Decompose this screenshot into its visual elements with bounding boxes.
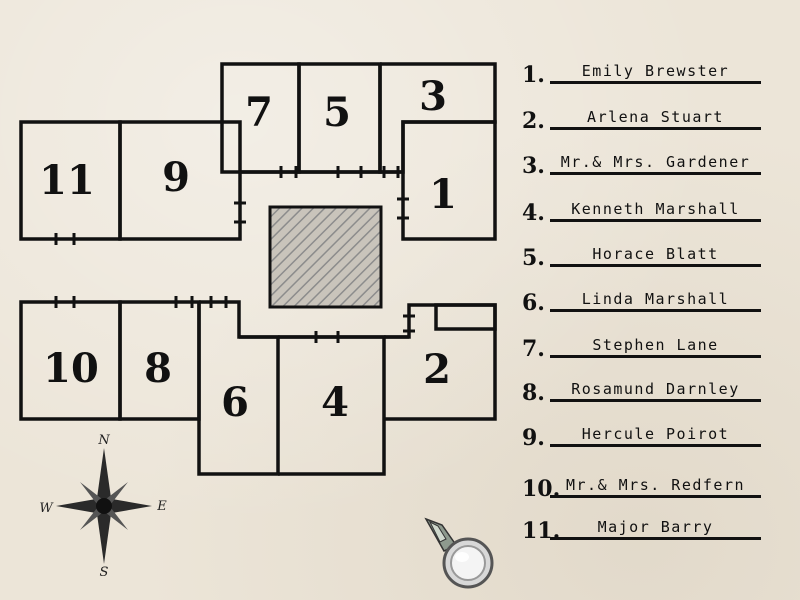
- guest-row-6: 6. Linda Marshall: [522, 284, 767, 314]
- name-underline: [550, 444, 761, 447]
- guest-name: Rosamund Darnley: [571, 380, 740, 398]
- guest-name: Arlena Stuart: [587, 108, 724, 126]
- room-number-2: 2: [423, 346, 451, 393]
- guest-number: 7.: [522, 336, 545, 362]
- guest-number: 4.: [522, 200, 545, 226]
- guest-number: 3.: [522, 153, 545, 179]
- room-number-7: 7: [245, 89, 273, 136]
- name-underline: [550, 81, 761, 84]
- compass-w-label: W: [39, 501, 54, 516]
- guest-number: 11.: [522, 518, 561, 544]
- door-marks: [54, 166, 415, 343]
- guest-name: Emily Brewster: [581, 62, 730, 80]
- compass-s-label: S: [100, 565, 109, 580]
- guest-row-11: 11. Major Barry: [522, 512, 767, 542]
- guest-row-2: 2. Arlena Stuart: [522, 102, 767, 132]
- guest-name: Horace Blatt: [592, 245, 719, 263]
- guest-row-1: 1. Emily Brewster: [522, 56, 767, 86]
- guest-number: 8.: [522, 380, 545, 406]
- room-1-outline: [401, 120, 497, 241]
- guest-number: 1.: [522, 62, 545, 88]
- guest-row-3: 3. Mr.& Mrs. Gardener: [522, 147, 767, 177]
- name-underline: [550, 219, 761, 222]
- guest-row-10: 10. Mr.& Mrs. Redfern: [522, 470, 767, 500]
- name-underline: [550, 172, 761, 175]
- guest-name: Major Barry: [597, 518, 714, 536]
- room-number-5: 5: [323, 89, 351, 136]
- guest-name: Kenneth Marshall: [571, 200, 740, 218]
- guest-row-9: 9. Hercule Poirot: [522, 419, 767, 449]
- room-number-9: 9: [162, 154, 190, 201]
- room-number-1: 1: [429, 171, 457, 218]
- guest-number: 9.: [522, 425, 545, 451]
- compass-n-label: N: [97, 433, 110, 448]
- room-number-4: 4: [321, 379, 349, 426]
- guest-row-8: 8. Rosamund Darnley: [522, 374, 767, 404]
- name-underline: [550, 537, 761, 540]
- name-underline: [550, 127, 761, 130]
- guest-name: Hercule Poirot: [581, 425, 730, 443]
- name-underline: [550, 495, 761, 498]
- name-underline: [550, 264, 761, 267]
- room-number-3: 3: [419, 73, 447, 120]
- name-underline: [550, 309, 761, 312]
- guest-row-7: 7. Stephen Lane: [522, 330, 767, 360]
- guest-name: Linda Marshall: [581, 290, 730, 308]
- room-number-11: 11: [39, 157, 95, 204]
- guest-number: 2.: [522, 108, 545, 134]
- magnifying-glass-icon[interactable]: [424, 517, 494, 589]
- guest-number: 10.: [522, 476, 561, 502]
- room-number-10: 10: [43, 345, 99, 392]
- guest-name: Stephen Lane: [592, 336, 719, 354]
- guest-number: 6.: [522, 290, 545, 316]
- name-underline: [550, 399, 761, 402]
- courtyard: [268, 205, 383, 309]
- compass-e-label: E: [156, 499, 167, 514]
- guest-row-5: 5. Horace Blatt: [522, 239, 767, 269]
- guest-name: Mr.& Mrs. Redfern: [565, 476, 746, 494]
- room-number-6: 6: [221, 379, 249, 426]
- room-9-outline: [118, 120, 242, 241]
- compass-rose-icon: N S E W: [39, 433, 167, 580]
- name-underline: [550, 355, 761, 358]
- guest-number: 5.: [522, 245, 545, 271]
- room-2-closet: [434, 303, 497, 331]
- guest-name: Mr.& Mrs. Gardener: [560, 153, 751, 171]
- guest-row-4: 4. Kenneth Marshall: [522, 194, 767, 224]
- room-number-8: 8: [144, 345, 172, 392]
